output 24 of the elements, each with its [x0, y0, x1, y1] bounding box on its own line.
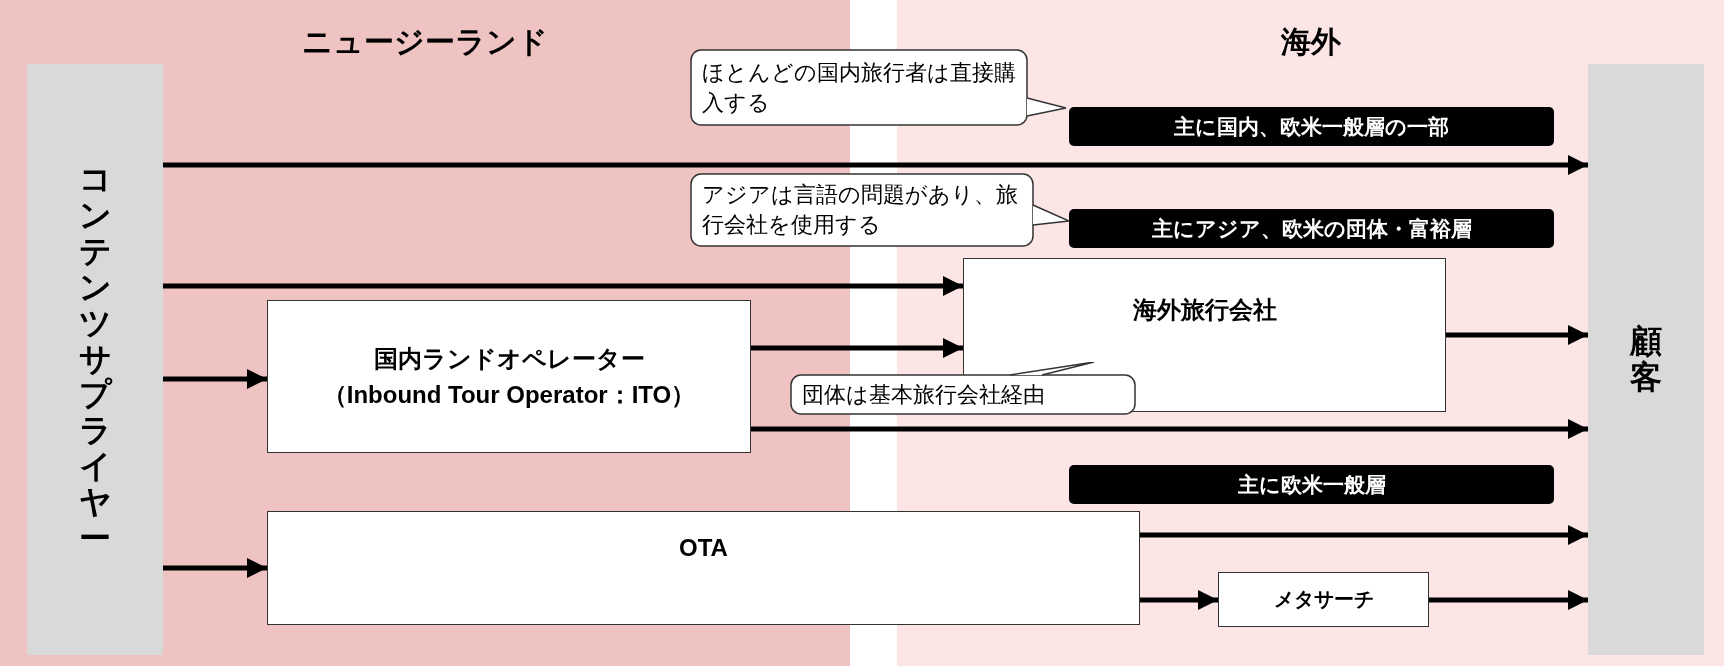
box-title: 顧客 — [1629, 323, 1663, 396]
arrow — [163, 276, 963, 296]
box-title: 国内ランドオペレーター — [373, 343, 645, 374]
arrow — [163, 558, 267, 578]
segment-label: 主に国内、欧米一般層の一部 — [1069, 107, 1554, 146]
arrow — [163, 369, 267, 389]
box-title: コンテンツサプライヤー — [78, 162, 112, 557]
segment-label: 主に欧米一般層 — [1069, 465, 1554, 504]
metasearch-box: メタサーチ — [1218, 572, 1429, 627]
arrow — [1429, 590, 1588, 610]
arrow — [1140, 525, 1588, 545]
operator-box — [267, 300, 751, 453]
region-heading: 海外 — [1280, 24, 1341, 60]
arrow — [1140, 590, 1218, 610]
customer-bar — [1588, 64, 1704, 655]
segment-label: 主にアジア、欧米の団体・富裕層 — [1069, 209, 1554, 248]
ota-box: OTA — [267, 511, 1140, 625]
arrow — [751, 338, 963, 358]
arrow — [1446, 325, 1588, 345]
arrow — [751, 419, 1588, 439]
region-heading: ニュージーランド — [302, 24, 548, 60]
box-subtitle: （Inbound Tour Operator：ITO） — [322, 379, 696, 410]
supplier-bar — [27, 64, 163, 655]
arrow — [163, 155, 1588, 175]
